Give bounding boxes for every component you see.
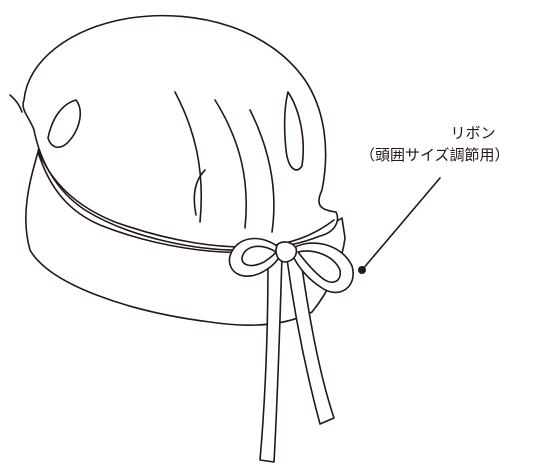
cap-crease <box>214 99 248 229</box>
ribbon-tail-left <box>259 255 283 463</box>
cap-crease <box>174 91 203 223</box>
callout-sublabel: （頭囲サイズ調節用） <box>360 146 510 164</box>
callout-dot <box>358 266 366 274</box>
cap-interior-right <box>283 91 305 171</box>
callout-label: リボン <box>450 124 496 142</box>
cap-crease <box>9 94 23 113</box>
ribbon-loop-left-inner <box>241 245 277 267</box>
ribbon-knot <box>275 241 298 263</box>
ribbon-loop-right-inner <box>297 250 342 283</box>
callout-leader-line <box>361 177 441 271</box>
cap-crease <box>193 169 206 216</box>
cap-interior-left <box>47 99 82 149</box>
cap-crown <box>22 14 339 251</box>
cap-lining-edge <box>37 149 335 248</box>
ribbon-callout: リボン （頭囲サイズ調節用） <box>360 122 560 166</box>
cap-crease <box>249 109 275 233</box>
ribbon-tail-right <box>285 251 335 425</box>
